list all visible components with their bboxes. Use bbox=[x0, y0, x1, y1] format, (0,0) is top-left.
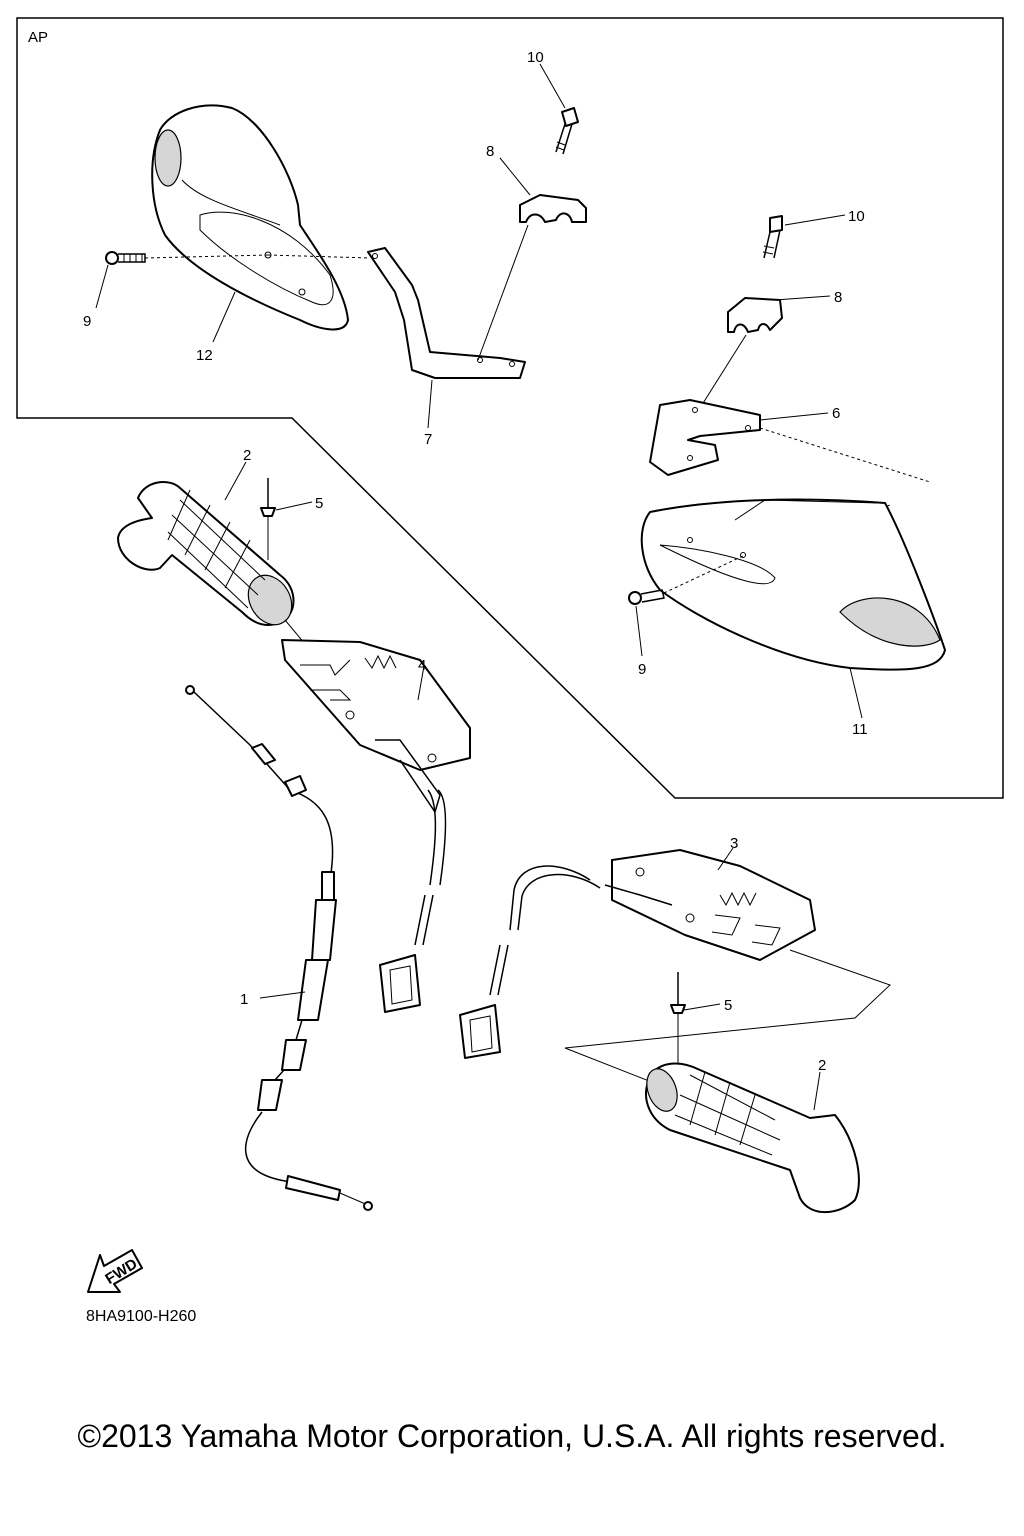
rivet-pin-lower bbox=[670, 972, 686, 1068]
part-number-3: 3 bbox=[730, 835, 738, 852]
connector-right bbox=[459, 1004, 501, 1059]
part-number-10-upper-left: 10 bbox=[527, 49, 544, 66]
grip-left bbox=[117, 481, 295, 626]
rivet-pin-upper bbox=[260, 478, 276, 560]
diagram-code: 8HA9100-H260 bbox=[86, 1308, 197, 1325]
part-number-9-right: 9 bbox=[638, 661, 646, 678]
grip-right bbox=[645, 1062, 860, 1214]
part-number-1: 1 bbox=[240, 991, 248, 1008]
screw-right bbox=[628, 589, 665, 605]
bracket-left bbox=[367, 247, 526, 379]
clamp-upper-left bbox=[519, 194, 587, 223]
grip-heater-left bbox=[281, 639, 471, 814]
part-number-5-lower: 5 bbox=[724, 997, 732, 1014]
screw-left bbox=[105, 251, 146, 265]
part-number-12: 12 bbox=[196, 347, 213, 364]
part-number-6: 6 bbox=[832, 405, 840, 422]
part-number-7: 7 bbox=[424, 431, 432, 448]
part-number-10-right: 10 bbox=[848, 208, 865, 225]
hand-guard-left bbox=[151, 104, 349, 331]
section-label: AP bbox=[28, 29, 48, 46]
hand-guard-bracket-right bbox=[649, 399, 761, 476]
part-number-8-right: 8 bbox=[834, 289, 842, 306]
part-number-9-left: 9 bbox=[83, 313, 91, 330]
ap-section-border bbox=[16, 17, 1004, 799]
copyright-notice: ©2013 Yamaha Motor Corporation, U.S.A. A… bbox=[77, 1418, 947, 1454]
grip-heater-right bbox=[604, 849, 816, 961]
fwd-arrow-icon: FWD bbox=[87, 1249, 143, 1293]
part-number-5-upper: 5 bbox=[315, 495, 323, 512]
hand-guard-right bbox=[640, 498, 946, 671]
throttle-cable bbox=[185, 685, 373, 1211]
connector-left bbox=[379, 954, 421, 1013]
callouts: 10 8 9 12 7 10 8 6 9 11 2 5 4 1 3 5 2 bbox=[83, 49, 868, 1111]
part-number-2-upper: 2 bbox=[243, 447, 251, 464]
part-number-4: 4 bbox=[418, 657, 426, 674]
part-number-11: 11 bbox=[852, 721, 868, 738]
bolt-upper-left bbox=[555, 107, 579, 155]
part-number-8-upper-left: 8 bbox=[486, 143, 494, 160]
clamp-upper-right bbox=[727, 297, 783, 333]
part-number-2-lower: 2 bbox=[818, 1057, 826, 1074]
bolt-upper-right bbox=[762, 215, 783, 259]
